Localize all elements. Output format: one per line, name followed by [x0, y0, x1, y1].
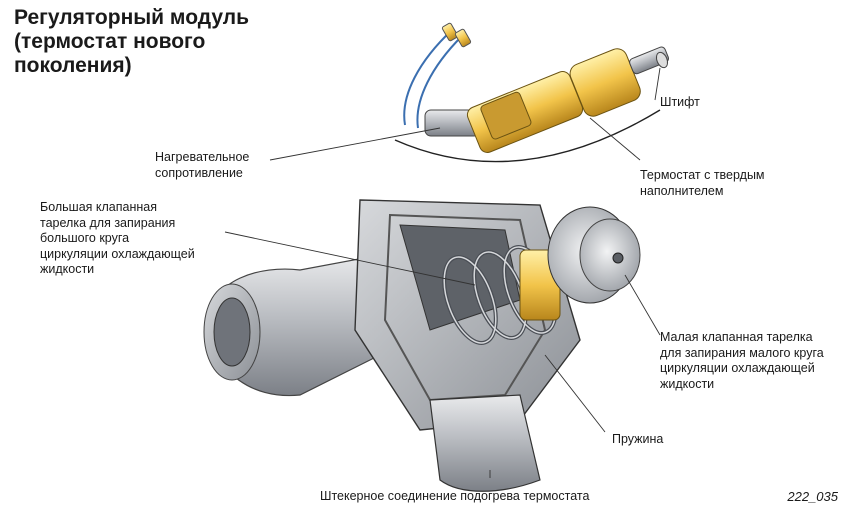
label-connector: Штекерное соединение подогрева термостат…	[320, 489, 590, 503]
label-spring: Пружина	[612, 432, 664, 446]
label-large-valve: Большая клапанная тарелка для запирания …	[40, 200, 195, 276]
label-small-valve: Малая клапанная тарелка для запирания ма…	[660, 330, 824, 391]
thermostat-housing	[203, 199, 581, 492]
leader-lines	[224, 67, 661, 478]
inset-cartridge	[403, 22, 669, 153]
small-valve-disk	[547, 206, 641, 304]
label-heater: Нагревательное сопротивление	[155, 150, 250, 180]
label-thermostat: Термостат с твердым наполнителем	[640, 168, 765, 198]
label-pin: Штифт	[660, 95, 700, 109]
page-title: Регуляторный модуль (термостат нового по…	[14, 6, 249, 77]
inset-arc	[394, 109, 661, 163]
figure-code: 222_035	[787, 489, 838, 504]
